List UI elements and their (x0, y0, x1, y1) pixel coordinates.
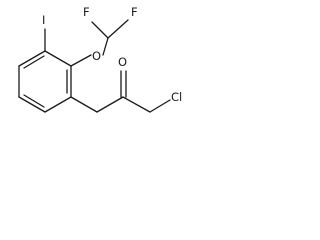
atom-label-carbonyl-oxygen: O (118, 55, 127, 69)
c-o-ether-bond (70, 54, 92, 67)
ring-bond (18, 50, 46, 67)
cf2-f-left-bond (91, 21, 109, 39)
ch2-cl-bond (149, 99, 171, 113)
chemical-structure-diagram: F F I O O Cl (18, 5, 182, 113)
ring-bond (44, 96, 72, 113)
ring-ch2-bond (70, 96, 98, 113)
atom-label-iodine: I (42, 13, 45, 27)
atom-label-chlorine: Cl (171, 90, 182, 104)
atom-label-ether-oxygen: O (92, 49, 101, 63)
ring-double-bond (23, 94, 45, 108)
ring-bond (18, 96, 46, 113)
ring-double-bond (23, 55, 45, 69)
atom-label-f-left: F (83, 5, 90, 19)
carbonyl-ch2-bond (122, 96, 151, 113)
cf2-f-right-bond (107, 19, 129, 39)
ch2-carbonyl-bond (96, 96, 124, 113)
ring-bond (44, 50, 72, 67)
o-cf2-bond (102, 37, 109, 56)
benzene-ring (18, 50, 72, 113)
atom-label-f-right: F (131, 5, 138, 19)
